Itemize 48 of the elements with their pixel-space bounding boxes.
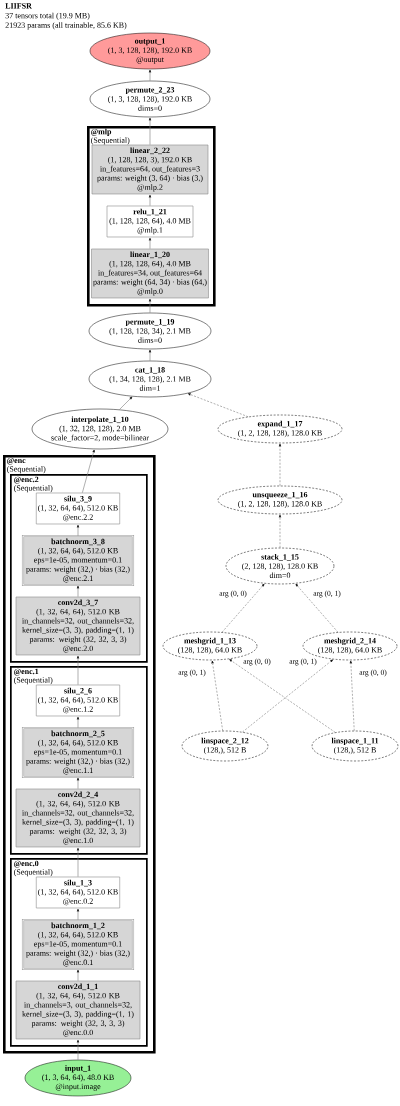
double-bordered-box: batchnorm_3_8 (1, 32, 64, 64), 512.0 KB eps=1e-05, momentum=0.1 params: weight (32,) · bias (32,) @enc.2.1 — [21, 534, 135, 587]
arrow — [349, 660, 355, 732]
summary-line: 37 tensors total (19.9 MB) — [5, 12, 90, 20]
arrow — [76, 969, 80, 981]
layer-box: conv2d_2_4 (1, 32, 64, 64), 512.0 KB in_channels=32, out_channels=32, kernel_size=(3, 3), padding=(1, 1) params: weight (32, 32, 3, 3) @enc.1.0 — [15, 788, 141, 848]
arrow — [148, 117, 152, 145]
arrow — [278, 514, 282, 549]
arrow — [82, 449, 95, 493]
layer-box: conv2d_3_7 (1, 32, 64, 64), 512.0 KB in_channels=32, out_channels=32, kernel_size=(3, 3), padding=(1, 1) params: weight (32, 32, 3, 3) @enc.2.0 — [15, 596, 141, 656]
dashed-ellipse-node: linspace_1_11 (128,), 512 B — [311, 730, 399, 762]
arrow — [76, 847, 80, 877]
arrow — [76, 908, 80, 921]
ellipse-node: permute_2_23 (1, 3, 128, 128), 192.0 KB dims=0 — [89, 80, 211, 118]
arrow — [76, 655, 80, 685]
arrow — [148, 237, 152, 249]
arrow — [188, 393, 249, 418]
arrow — [278, 443, 282, 487]
dashed-ellipse-node: expand_1_17 (1, 2, 128, 128), 128.0 KB — [217, 414, 343, 444]
arrow — [119, 396, 133, 410]
ellipse-node: permute_1_19 (1, 128, 128, 34), 2.1 MB dims=0 — [88, 312, 212, 350]
layer-box: linear_2_22 (1, 128, 128, 3), 192.0 KB in_features=64, out_features=3 params: weight (3, 64) · bias (3,) @mlp.2 — [91, 144, 209, 195]
double-bordered-box: batchnorm_1_2 (1, 32, 64, 64), 512.0 KB eps=1e-05, momentum=0.1 params: weight (32,) · bias (32,) @enc.0.1 — [21, 918, 135, 971]
arrow — [221, 583, 265, 633]
ellipse-node: interpolate_1_10 (1, 32, 128, 128), 2.0 MB scale_factor=2, mode=bilinear — [31, 408, 169, 450]
arrow — [76, 524, 80, 537]
dashed-ellipse-node: unsqueeze_1_16 (1, 2, 128, 128), 128.0 KB — [217, 485, 343, 515]
arrow — [148, 69, 152, 82]
ellipse-node: cat_1_18 (1, 34, 128, 128), 2.1 MB dim=1 — [88, 360, 212, 398]
dashed-ellipse-node: stack_1_15 (2, 128, 128), 128.0 KB dim=0 — [225, 547, 335, 585]
layer-box: linear_1_20 (1, 128, 128, 64), 4.0 MB in_features=34, out_features=64 params: weight (64, 34) · bias (64,) @mlp.0 — [91, 248, 209, 299]
layer-box: relu_1_21 (1, 128, 128, 64), 4.0 MB @mlp.1 — [106, 205, 194, 238]
arrow — [76, 585, 80, 597]
layer-box: silu_3_9 (1, 32, 64, 64), 512.0 KB @enc.2.2 — [36, 492, 120, 525]
arrow — [76, 716, 80, 729]
dashed-ellipse-node: linspace_2_12 (128,), 512 B — [181, 730, 269, 762]
arrow — [76, 777, 80, 789]
title: LIIFSR — [5, 3, 32, 9]
layer-box: silu_2_6 (1, 32, 64, 64), 512.0 KB @enc.1.2 — [36, 684, 120, 717]
arrow — [76, 1039, 80, 1061]
double-bordered-box: batchnorm_2_5 (1, 32, 64, 64), 512.0 KB eps=1e-05, momentum=0.1 params: weight (32,) · bias (32,) @enc.1.1 — [21, 726, 135, 779]
layer-box: conv2d_1_1 (1, 32, 64, 64), 512.0 KB in_channels=3, out_channels=32, kernel_size=(3, 3), padding=(1, 1) params: weight (32, 3, 3, 3) @enc.0.0 — [15, 980, 141, 1040]
arrow — [148, 194, 152, 206]
arrow — [148, 298, 152, 314]
layer-box: silu_1_3 (1, 32, 64, 64), 512.0 KB @enc.0.2 — [36, 876, 120, 909]
arrow — [148, 349, 152, 362]
arrow — [295, 583, 339, 633]
summary-line: 21923 params (all trainable, 85.6 KB) — [5, 22, 127, 30]
arrow — [211, 660, 223, 732]
